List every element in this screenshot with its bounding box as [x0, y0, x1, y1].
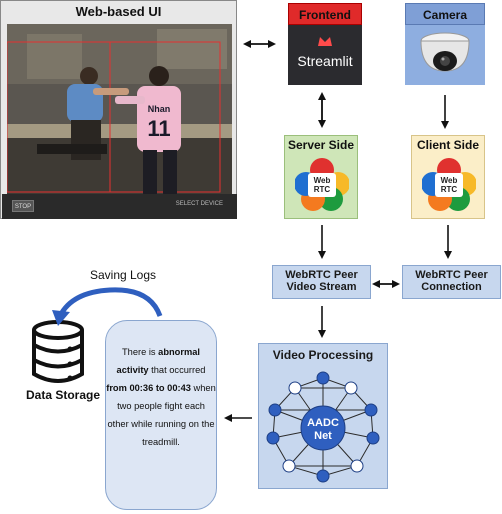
log-message-bubble: There is abnormal activity that occurred…: [105, 320, 217, 510]
data-storage-label: Data Storage: [25, 388, 101, 402]
server-side-title: Server Side: [287, 138, 355, 152]
frontend-title: Frontend: [288, 3, 362, 25]
log-text-highlight-time: from 00:36 to 00:43: [106, 383, 191, 393]
client-side-title: Client Side: [416, 138, 479, 152]
webrtc-connection-line1: WebRTC Peer: [415, 269, 488, 281]
webrtc-stream-line1: WebRTC Peer: [285, 269, 358, 281]
webrtc-stream-line2: Video Stream: [286, 281, 357, 293]
camera-title: Camera: [405, 3, 485, 25]
webrtc-logo-line2: RTC: [441, 185, 458, 194]
streamlit-logo-panel: Streamlit: [288, 25, 362, 85]
saving-logs-label: Saving Logs: [89, 268, 157, 282]
aadc-net-graph-icon: AADC Net: [266, 371, 380, 483]
database-icon: [32, 320, 84, 383]
log-text-part2: that occurred: [148, 365, 206, 375]
webrtc-logo-line2: RTC: [314, 185, 331, 194]
webrtc-logo-icon: Web RTC: [295, 158, 349, 211]
webrtc-peer-video-stream-box: WebRTC Peer Video Stream: [272, 265, 371, 299]
log-text-highlight-activity: abnormal activity: [116, 347, 201, 375]
aadc-net-line2: Net: [314, 430, 332, 442]
gym-scene-image: Nhan 11: [7, 24, 232, 196]
aadc-net-line1: AADC: [307, 417, 339, 429]
log-text-part3: when two people fight each other while r…: [107, 383, 216, 447]
webrtc-logo-icon: Web RTC: [422, 158, 476, 211]
server-side-box: Server Side Web RTC: [284, 135, 358, 219]
web-ui-panel: Web-based UI Nhan 11: [0, 0, 237, 219]
video-processing-title: Video Processing: [272, 348, 374, 362]
dome-camera-icon: [420, 32, 470, 72]
saving-logs-curved-arrow: [57, 287, 163, 318]
video-frame: Nhan 11: [7, 24, 232, 196]
video-processing-box: Video Processing: [258, 343, 388, 489]
saving-logs-arrowhead: [52, 310, 70, 326]
webrtc-connection-line2: Connection: [421, 281, 482, 293]
shirt-name-text: Nhan: [148, 104, 171, 114]
web-ui-title: Web-based UI: [75, 4, 162, 19]
log-text-part1: There is: [121, 347, 159, 357]
webrtc-peer-connection-box: WebRTC Peer Connection: [402, 265, 501, 299]
web-ui-controls: STOP SELECT DEVICE: [2, 194, 237, 219]
stop-button[interactable]: STOP: [12, 200, 34, 212]
webrtc-logo-line1: Web: [441, 176, 458, 185]
webrtc-logo-line1: Web: [314, 176, 331, 185]
camera-panel: [405, 25, 485, 85]
client-side-box: Client Side Web RTC: [411, 135, 485, 219]
streamlit-logo-text: Streamlit: [297, 53, 353, 69]
select-device-button[interactable]: SELECT DEVICE: [175, 201, 223, 207]
shirt-number-text: 11: [147, 116, 170, 141]
streamlit-crown-icon: [318, 37, 332, 46]
